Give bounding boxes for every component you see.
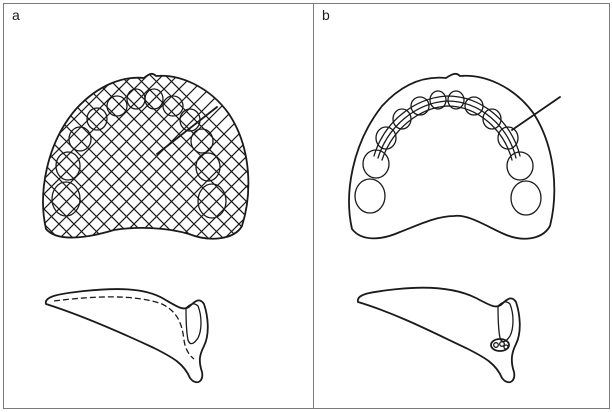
panel-b-section-wire-core-3 bbox=[504, 345, 508, 349]
panel-b-section-outline bbox=[358, 288, 520, 383]
panel-b-section-tooth bbox=[498, 302, 513, 342]
panel-a-section-tooth bbox=[186, 304, 201, 344]
panel-a: a bbox=[3, 3, 314, 409]
panel-b-teeth bbox=[355, 91, 541, 215]
panel-a-illustration bbox=[4, 4, 315, 410]
panel-b-section-wire-core-2 bbox=[500, 342, 505, 347]
panel-b-illustration bbox=[314, 4, 611, 410]
panel-a-section-mesh-line bbox=[54, 297, 194, 359]
panel-b-arch-outline bbox=[349, 74, 554, 239]
panel-b-pointer-line bbox=[512, 97, 560, 130]
panel-a-mesh-hatching bbox=[4, 4, 315, 264]
panel-b: b bbox=[313, 3, 610, 409]
panel-b-section-wire-core-1 bbox=[494, 343, 499, 348]
